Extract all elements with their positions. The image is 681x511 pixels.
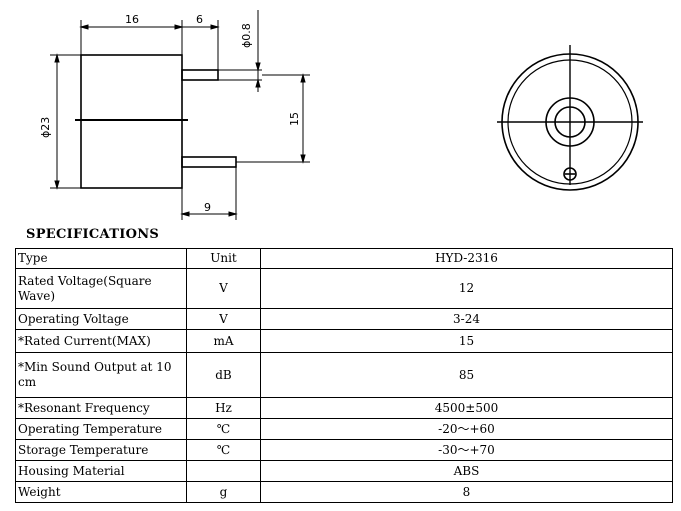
unit-cell: dB — [186, 352, 261, 398]
param-cell: Housing Material — [15, 460, 187, 482]
dim-pin-offset: 9 — [204, 201, 211, 214]
unit-cell: ℃ — [186, 439, 261, 461]
value-cell: 8 — [260, 481, 673, 503]
table-row: Storage Temperature ℃ -30～+70 — [15, 439, 673, 461]
dim-pin-diameter: ϕ0.8 — [240, 23, 253, 48]
dim-body-length: 16 — [125, 13, 139, 26]
table-row: Operating Voltage V 3-24 — [15, 308, 673, 330]
dim-pin-length: 6 — [196, 13, 203, 26]
specifications-table: Type Unit HYD-2316 Rated Voltage(Square … — [15, 248, 673, 503]
unit-cell: Hz — [186, 397, 261, 419]
unit-cell: mA — [186, 329, 261, 353]
param-cell: Operating Voltage — [15, 308, 187, 330]
table-row: Weight g 8 — [15, 481, 673, 503]
value-cell: 4500±500 — [260, 397, 673, 419]
param-header: Type — [15, 248, 187, 269]
buzzer-dimension-drawing: 16 6 ϕ0.8 ϕ23 15 9 — [39, 10, 643, 220]
value-cell: 3-24 — [260, 308, 673, 330]
value-cell: 15 — [260, 329, 673, 353]
table-row: *Rated Current(MAX) mA 15 — [15, 329, 673, 353]
value-header: HYD-2316 — [260, 248, 673, 269]
value-cell: -20～+60 — [260, 418, 673, 440]
unit-cell: g — [186, 481, 261, 503]
unit-cell: V — [186, 268, 261, 309]
table-row: *Min Sound Output at 10 cm dB 85 — [15, 352, 673, 398]
value-cell: 85 — [260, 352, 673, 398]
table-header-row: Type Unit HYD-2316 — [15, 248, 673, 269]
param-cell: *Min Sound Output at 10 cm — [15, 352, 187, 398]
unit-cell: ℃ — [186, 418, 261, 440]
table-row: *Resonant Frequency Hz 4500±500 — [15, 397, 673, 419]
buzzer-body-side — [80, 54, 183, 189]
table-row: Rated Voltage(Square Wave) V 12 — [15, 268, 673, 309]
pin-bottom — [181, 156, 237, 168]
unit-cell — [186, 460, 261, 482]
table-row: Operating Temperature ℃ -20～+60 — [15, 418, 673, 440]
param-cell: *Rated Current(MAX) — [15, 329, 187, 353]
param-cell: Rated Voltage(Square Wave) — [15, 268, 187, 309]
positive-terminal-icon — [563, 167, 577, 181]
dim-pin-spacing: 15 — [288, 112, 301, 126]
value-cell: -30～+70 — [260, 439, 673, 461]
value-cell: ABS — [260, 460, 673, 482]
param-cell: Operating Temperature — [15, 418, 187, 440]
param-cell: *Resonant Frequency — [15, 397, 187, 419]
table-row: Housing Material ABS — [15, 460, 673, 482]
pin-top — [181, 69, 219, 81]
value-cell: 12 — [260, 268, 673, 309]
specifications-heading: SPECIFICATIONS — [26, 227, 160, 242]
unit-header: Unit — [186, 248, 261, 269]
param-cell: Storage Temperature — [15, 439, 187, 461]
param-cell: Weight — [15, 481, 187, 503]
unit-cell: V — [186, 308, 261, 330]
dim-body-diameter: ϕ23 — [39, 117, 52, 138]
